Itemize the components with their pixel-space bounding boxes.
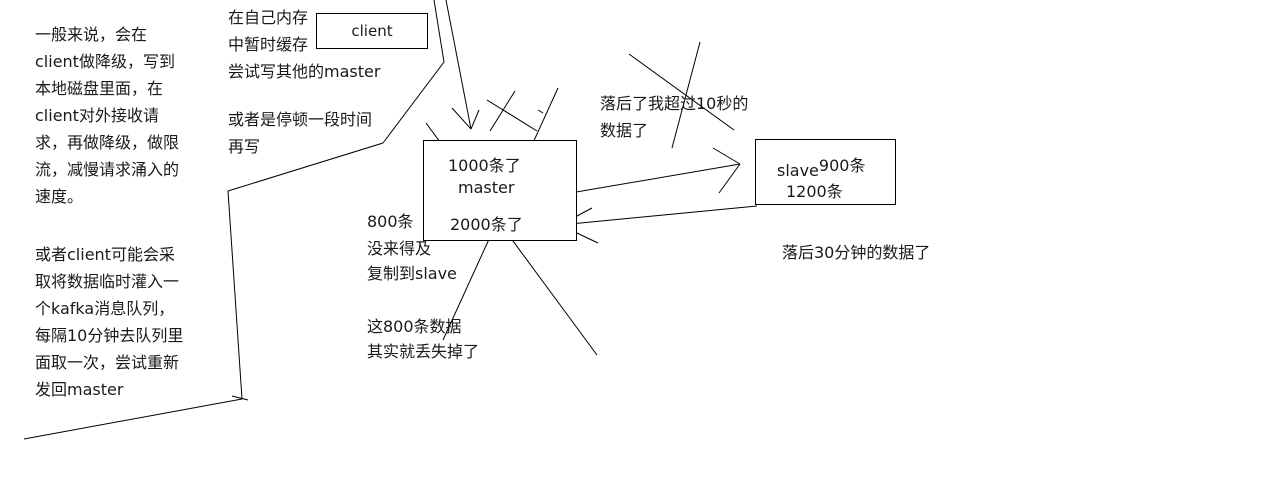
client-to-master-arrowhead-right [470,109,480,130]
client-to-master-arrow-shaft [445,0,472,130]
master-to-slave-arrowhead-top [712,147,741,165]
master-count-before: 1000条了 [448,156,521,175]
left-paragraph1-line: 速度。 [35,187,84,206]
left-paragraph1-line: client对外接收请 [35,106,159,125]
link-break-slash [489,90,516,132]
left-paragraph1-line: 求，再做降级，做限 [35,133,180,152]
master-box [423,140,577,241]
lost-data-note-line: 其实就丢失掉了 [367,342,480,361]
slave-count-second: 1200条 [786,182,843,201]
left-paragraph2-line: 或者client可能会采 [35,245,175,264]
link-break-dash [537,109,544,114]
lag-30min-note: 落后30分钟的数据了 [782,243,931,262]
master-box-label: master [458,178,515,197]
client-pause-note-line: 再写 [228,137,261,156]
lag-note-cross-stroke-2 [671,41,701,149]
slave-box [755,139,896,205]
left-paragraph2-line: 发回master [35,380,124,399]
not-replicated-note-line: 没来得及 [367,239,432,258]
master-to-slave-arrowhead-bottom [718,163,741,194]
left-paragraph2-line: 个kafka消息队列， [35,299,175,318]
left-paragraph2-line: 每隔10分钟去队列里 [35,326,184,345]
client-cache-note-line: 中暂时缓存 [228,35,309,54]
not-replicated-note-line: 复制到slave [367,264,457,283]
left-paragraph1-line: client做降级，写到 [35,52,175,71]
client-disk-polyline [227,0,445,400]
lag-note-cross-stroke-1 [628,53,735,131]
left-paragraph2-line: 取将数据临时灌入一 [35,272,180,291]
left-paragraph1-line: 流，减慢请求涌入的 [35,160,180,179]
slave-count-received: 900条 [818,156,866,175]
client-box: client [316,13,428,49]
slave-box-label-line: slave900条 [777,156,865,181]
slave-to-master-arrow-shaft [559,205,758,226]
client-to-master-arrowhead-left [451,107,472,130]
client-cache-note-line: 在自己内存 [228,8,309,27]
left-paragraph1-line: 本地磁盘里面，在 [35,79,164,98]
link-break-backslash [486,99,538,132]
left-paragraph1-line: 一般来说，会在 [35,25,148,44]
lost-data-note-line: 这800条数据 [367,317,462,336]
not-replicated-note-line: 800条 [367,212,414,231]
slave-box-label: slave [777,161,819,180]
client-cache-note-line: 尝试写其他的master [228,62,381,81]
lag-10s-note-line: 数据了 [600,121,649,140]
client-box-label: client [351,22,393,40]
line-end-tick [231,395,249,401]
lag-10s-note-line: 落后了我超过10秒的 [600,94,749,113]
kafka-return-line [23,398,243,440]
master-count-after: 2000条了 [450,215,523,234]
left-paragraph2-line: 面取一次，尝试重新 [35,353,180,372]
client-pause-note-line: 或者是停顿一段时间 [228,110,373,129]
